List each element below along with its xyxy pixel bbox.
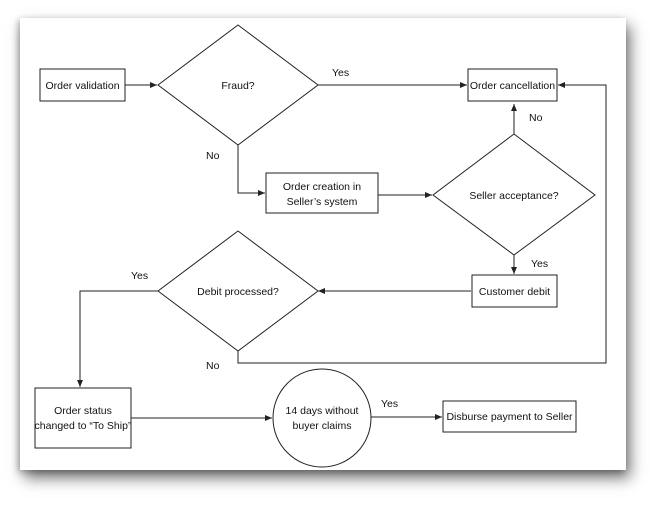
node-order-cancellation: Order cancellation <box>467 68 558 102</box>
node-order-creation-label-line1: Order creation in <box>283 181 361 193</box>
edge-processed-yes-to-status <box>77 290 158 387</box>
edge-label-acceptance-no: No <box>529 112 543 124</box>
node-order-creation-label-line2: Seller’s system <box>287 196 358 208</box>
node-disburse-payment: Disburse payment to Seller <box>442 400 577 433</box>
edge-processed-no-to-cancellation <box>237 82 607 364</box>
edge-label-claims-yes: Yes <box>381 398 398 410</box>
node-order-status: Order status changed to “To Ship” <box>34 387 132 449</box>
node-customer-debit-label: Customer debit <box>479 286 550 298</box>
edge-label-fraud-no: No <box>206 150 220 162</box>
node-customer-debit: Customer debit <box>471 274 558 308</box>
node-debit-processed-decision: Debit processed? <box>157 230 319 352</box>
node-order-creation: Order creation in Seller’s system <box>265 172 379 214</box>
node-seller-acceptance-label: Seller acceptance? <box>469 190 558 202</box>
node-order-validation: Order validation <box>39 68 126 102</box>
node-debit-processed-label: Debit processed? <box>197 286 279 298</box>
edge-label-fraud-yes: Yes <box>332 67 349 79</box>
edge-label-debit-no: No <box>206 360 220 372</box>
node-fourteen-days-label-line1: 14 days without <box>286 405 359 417</box>
node-fourteen-days-label-line2: buyer claims <box>293 420 352 432</box>
node-fraud-decision: Fraud? <box>157 24 319 146</box>
node-seller-acceptance-decision: Seller acceptance? <box>432 133 596 256</box>
node-order-cancellation-label: Order cancellation <box>470 80 555 92</box>
edge-label-debit-yes: Yes <box>131 270 148 282</box>
edge-label-acceptance-yes: Yes <box>531 258 548 270</box>
node-order-validation-label: Order validation <box>45 80 119 92</box>
node-disburse-payment-label: Disburse payment to Seller <box>446 411 573 423</box>
node-fourteen-days-circle: 14 days without buyer claims <box>272 368 372 468</box>
edge-fraud-no-to-creation <box>237 145 265 196</box>
node-order-status-label-line2: changed to “To Ship” <box>35 420 132 432</box>
node-fraud-label: Fraud? <box>221 80 254 92</box>
node-order-status-label-line1: Order status <box>54 405 112 417</box>
